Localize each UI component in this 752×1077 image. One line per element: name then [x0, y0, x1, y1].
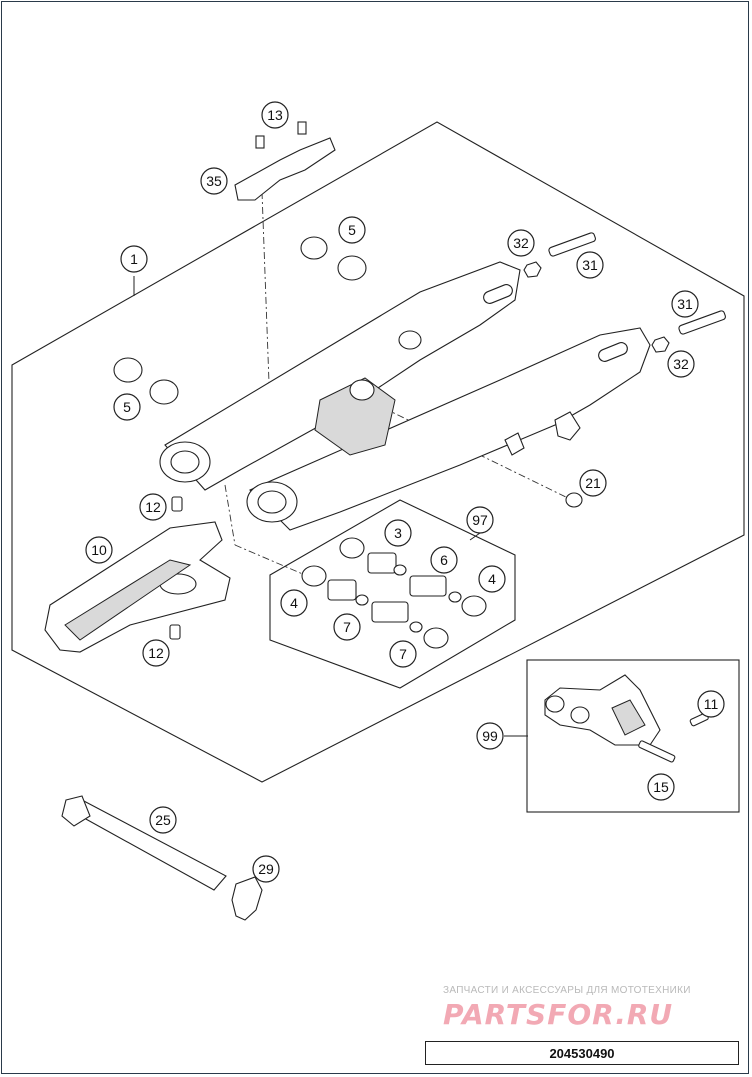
callout-10: 10 [85, 536, 113, 564]
callout-5-upper: 5 [338, 216, 366, 244]
svg-text:35: 35 [206, 173, 222, 189]
watermark-subtitle: ЗАПЧАСТИ И АКСЕССУАРЫ ДЛЯ МОТОТЕХНИКИ [443, 985, 691, 996]
callout-12-upper: 12 [139, 493, 167, 521]
svg-text:31: 31 [677, 296, 693, 312]
callout-3: 3 [384, 519, 412, 547]
pivot-axis-line [356, 394, 573, 501]
svg-text:32: 32 [513, 235, 529, 251]
callout-5-lower: 5 [113, 393, 141, 421]
callout-31-upper: 31 [576, 251, 604, 279]
document-number: 204530490 [425, 1041, 739, 1065]
callout-25: 25 [149, 806, 177, 834]
chain-guide-screw-15 [638, 740, 676, 763]
callout-12-lower: 12 [142, 639, 170, 667]
svg-text:15: 15 [653, 779, 669, 795]
svg-text:13: 13 [267, 107, 283, 123]
svg-text:32: 32 [673, 356, 689, 372]
swingarm [159, 261, 651, 531]
bearing-axis-line [224, 484, 236, 546]
bolt-12-upper [171, 496, 183, 512]
leader-97 [469, 532, 481, 541]
callout-21: 21 [579, 469, 607, 497]
bolt-12-lower [169, 624, 181, 640]
svg-text:21: 21 [585, 475, 601, 491]
svg-text:12: 12 [145, 499, 161, 515]
svg-text:7: 7 [399, 646, 407, 662]
svg-text:12: 12 [148, 645, 164, 661]
callout-32-lower: 32 [667, 350, 695, 378]
nut-32-lower [651, 336, 670, 353]
svg-text:11: 11 [704, 696, 719, 712]
callout-6: 6 [430, 546, 458, 574]
callout-32-upper: 32 [507, 229, 535, 257]
svg-text:5: 5 [123, 399, 131, 415]
bearing-kit-parts [301, 537, 487, 649]
seal-5-lower [113, 357, 143, 383]
callout-1: 1 [120, 245, 148, 273]
pin-31-lower [678, 310, 726, 335]
svg-text:7: 7 [343, 619, 351, 635]
callout-4-right: 4 [478, 565, 506, 593]
svg-text:1: 1 [130, 251, 138, 267]
callout-15: 15 [647, 773, 675, 801]
cap-5-upper [337, 255, 367, 281]
callout-4-left: 4 [280, 589, 308, 617]
callout-99: 99 [476, 722, 504, 750]
nut-32-upper [523, 261, 542, 278]
callout-31-lower: 31 [671, 290, 699, 318]
svg-text:5: 5 [348, 222, 356, 238]
callout-7-right: 7 [389, 640, 417, 668]
svg-text:99: 99 [482, 728, 498, 744]
chain-slider [44, 521, 231, 653]
svg-text:97: 97 [472, 512, 488, 528]
swingarm-assembly-outline [11, 121, 745, 783]
bearing-kit-outline [269, 499, 516, 689]
swingarm-axle [61, 795, 227, 891]
callout-29: 29 [252, 855, 280, 883]
callout-11: 11 [697, 690, 725, 718]
svg-text:3: 3 [394, 525, 402, 541]
mount-axis-line [261, 191, 271, 411]
seal-5-upper [300, 236, 328, 260]
pin-31-upper [548, 232, 596, 257]
svg-text:10: 10 [91, 542, 107, 558]
chain-adjuster [231, 876, 263, 921]
callout-13: 13 [261, 101, 289, 129]
svg-text:31: 31 [582, 257, 598, 273]
callout-97: 97 [466, 506, 494, 534]
svg-text:6: 6 [440, 552, 448, 568]
mount-plate [234, 121, 336, 201]
svg-text:29: 29 [258, 861, 274, 877]
chain-guide [544, 674, 661, 746]
callout-7-left: 7 [333, 613, 361, 641]
svg-text:4: 4 [488, 571, 496, 587]
cap-5-lower [149, 379, 179, 405]
svg-text:4: 4 [290, 595, 298, 611]
bearing-axis-line-2 [234, 544, 306, 576]
watermark-logo: PARTSFOR.RU [443, 998, 674, 1031]
nut-21 [565, 492, 583, 508]
callout-35: 35 [200, 167, 228, 195]
svg-text:25: 25 [155, 812, 171, 828]
